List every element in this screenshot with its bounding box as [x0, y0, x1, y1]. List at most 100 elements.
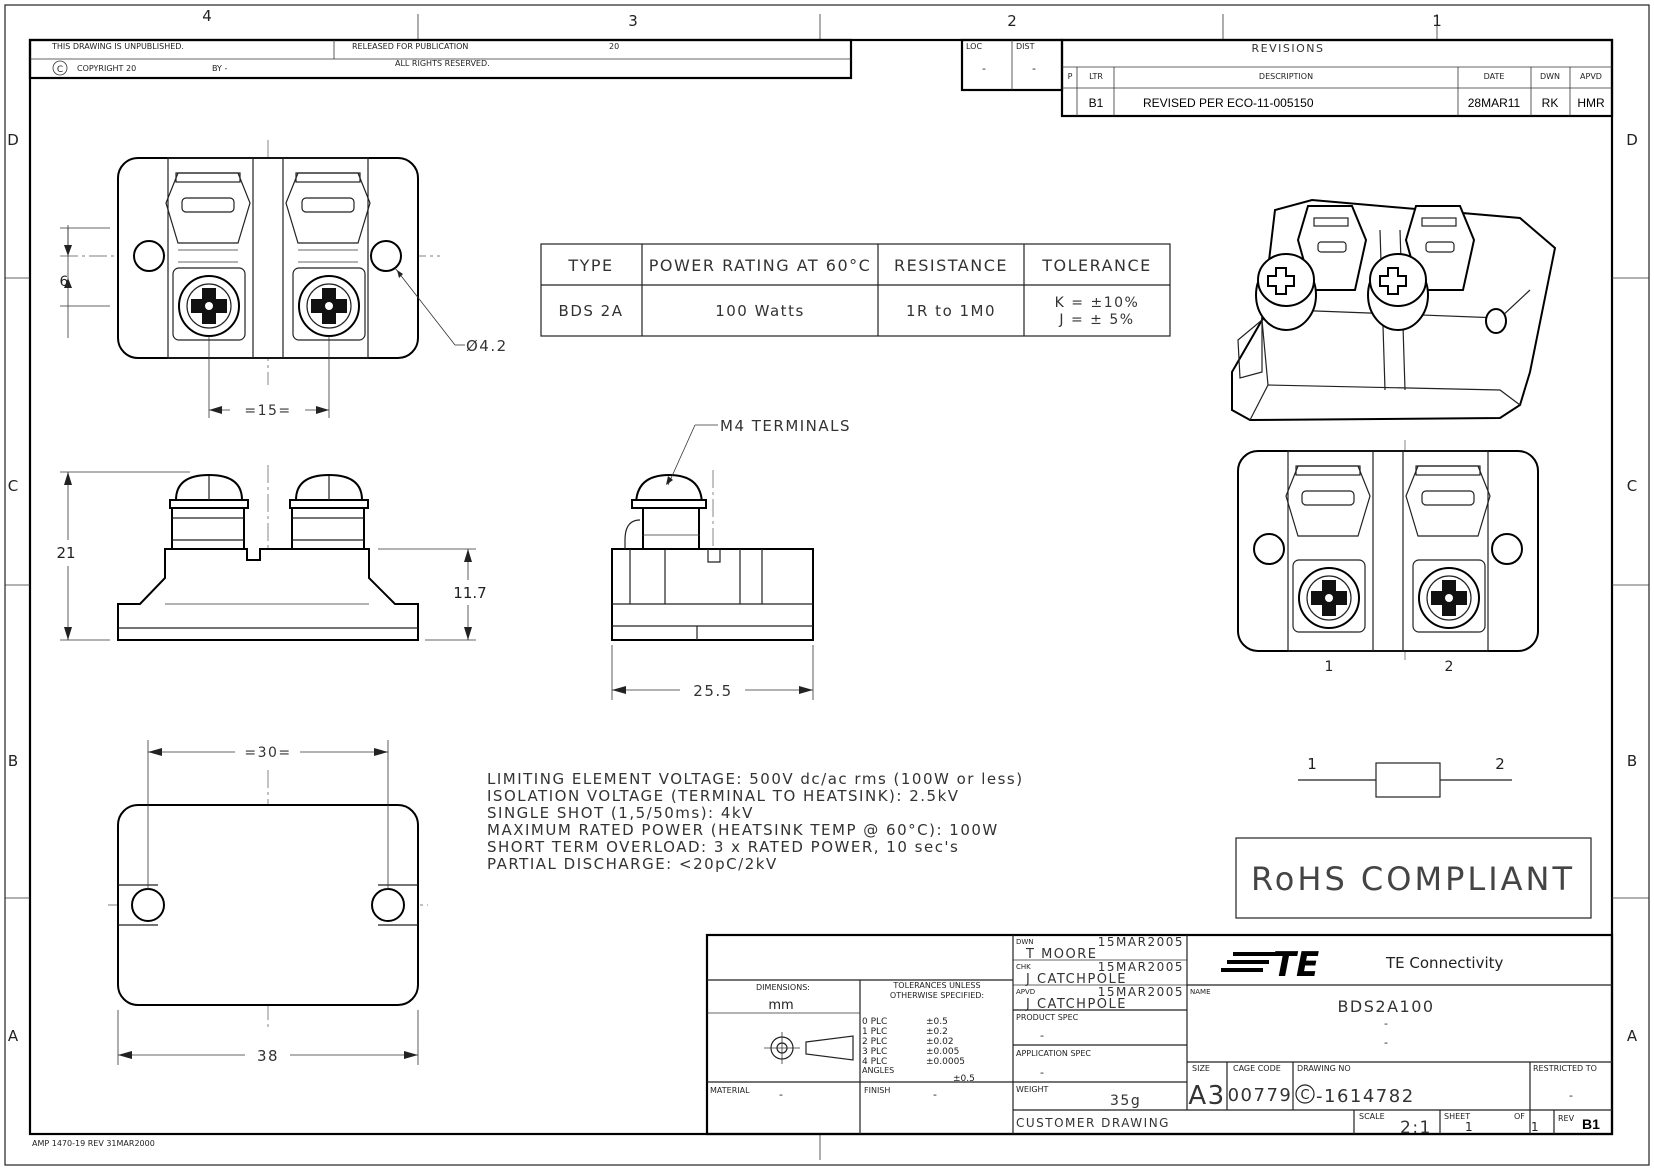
released-year: 20 — [609, 42, 619, 51]
sheet-label: SHEET — [1444, 1112, 1470, 1121]
note-3: SINGLE SHOT (1,5/50ms): 4kV — [487, 804, 754, 822]
publication-header: THIS DRAWING IS UNPUBLISHED. C COPYRIGHT… — [28, 38, 1064, 92]
dim-25-5: 25.5 — [693, 682, 732, 700]
loc-label: LOC — [966, 42, 982, 51]
dim-6: 6 — [60, 274, 69, 290]
spec-header-resistance: RESISTANCE — [894, 256, 1008, 275]
company-name: TE Connectivity — [1385, 954, 1504, 972]
tol-2-val: ±0.02 — [926, 1037, 954, 1047]
notes-block: LIMITING ELEMENT VOLTAGE: 500V dc/ac rms… — [487, 770, 1022, 873]
form-number: AMP 1470-19 REV 31MAR2000 — [32, 1139, 155, 1148]
application-spec-value: - — [1040, 1066, 1044, 1079]
front-view: 21 11.7 — [56, 465, 487, 641]
cage-code-label: CAGE CODE — [1233, 1064, 1281, 1073]
rights-text: ALL RIGHTS RESERVED. — [395, 59, 490, 68]
spec-table: TYPE POWER RATING AT 60°C RESISTANCE TOL… — [540, 243, 1171, 337]
product-spec-label: PRODUCT SPEC — [1016, 1013, 1079, 1022]
rev-header-description: DESCRIPTION — [1259, 72, 1313, 81]
by-text: BY - — [212, 64, 227, 73]
spec-resistance-value: 1R to 1M0 — [906, 302, 996, 320]
tol-1-val: ±0.2 — [926, 1027, 948, 1037]
dim-30: =30= — [244, 745, 291, 761]
copyright-text: COPYRIGHT 20 — [77, 64, 136, 73]
tol-0-plc: 0 PLC — [862, 1017, 887, 1027]
note-2: ISOLATION VOLTAGE (TERMINAL TO HEATSINK)… — [487, 787, 960, 805]
dim-15: =15= — [244, 403, 291, 419]
spec-tol-k: K = ±10% — [1055, 295, 1140, 311]
units-value: mm — [768, 998, 793, 1013]
terminal-1-label: 1 — [1325, 659, 1334, 675]
angles-label: ANGLES — [862, 1066, 894, 1075]
material-label: MATERIAL — [710, 1086, 750, 1095]
product-spec-value: - — [1040, 1029, 1044, 1042]
dist-label: DIST — [1016, 42, 1035, 51]
note-6: PARTIAL DISCHARGE: <20pC/2kV — [487, 855, 778, 873]
dim-38: 38 — [257, 1047, 279, 1065]
dist-value: - — [1032, 62, 1036, 75]
dwn-date: 15MAR2005 — [1098, 935, 1184, 949]
angles-value: ±0.5 — [953, 1074, 975, 1084]
rev-ltr: B1 — [1089, 96, 1104, 110]
zone-left-c: C — [8, 477, 18, 495]
apvd-label: APVD — [1016, 988, 1035, 996]
dwn-name: T MOORE — [1025, 947, 1098, 962]
rev-dwn: RK — [1542, 96, 1559, 110]
rev-header-ltr: LTR — [1089, 72, 1103, 81]
zone-right-d: D — [1626, 131, 1638, 149]
spec-tol-j: J = ± 5% — [1058, 312, 1134, 328]
size-value: A3 — [1188, 1081, 1225, 1111]
zone-top-3: 3 — [628, 12, 638, 30]
dim-dia-4-2: Ø4.2 — [466, 337, 508, 355]
part-name-sub2: - — [1384, 1036, 1388, 1049]
rev-apvd: HMR — [1577, 96, 1605, 110]
tol-3-val: ±0.005 — [926, 1047, 959, 1057]
name-label: NAME — [1190, 988, 1211, 996]
zone-top-4: 4 — [202, 7, 212, 25]
released-text: RELEASED FOR PUBLICATION — [352, 42, 468, 51]
title-block: DIMENSIONS: mm TOLERANCES UNLESS OTHERWI… — [705, 933, 1614, 1138]
part-name: BDS2A100 — [1337, 997, 1434, 1016]
of-label: OF — [1514, 1112, 1525, 1121]
part-name-sub1: - — [1384, 1017, 1388, 1030]
sheet-value: 1 — [1465, 1120, 1473, 1134]
spec-header-tolerance: TOLERANCE — [1041, 256, 1152, 275]
schematic-pin-2: 2 — [1495, 755, 1505, 773]
chk-label: CHK — [1016, 963, 1031, 971]
scale-value: 2:1 — [1400, 1118, 1432, 1138]
dwn-label: DWN — [1016, 938, 1034, 946]
tol-4-plc: 4 PLC — [862, 1057, 887, 1067]
rohs-text: RoHS COMPLIANT — [1251, 860, 1575, 898]
restricted-value: - — [1569, 1089, 1573, 1102]
material-value: - — [779, 1088, 783, 1101]
zone-left-a: A — [8, 1027, 19, 1045]
note-4: MAXIMUM RATED POWER (HEATSINK TEMP @ 60°… — [487, 821, 999, 839]
schematic-pin-1: 1 — [1307, 755, 1317, 773]
note-5: SHORT TERM OVERLOAD: 3 x RATED POWER, 10… — [487, 838, 959, 856]
tol-1-plc: 1 PLC — [862, 1027, 887, 1037]
copyright-symbol: C — [57, 65, 63, 75]
customer-drawing-label: CUSTOMER DRAWING — [1016, 1116, 1170, 1130]
te-logo-text: TE — [1273, 945, 1319, 985]
zone-top-2: 2 — [1007, 12, 1017, 30]
chk-date: 15MAR2005 — [1098, 960, 1184, 974]
spec-type-value: BDS 2A — [559, 302, 624, 320]
tol-0-val: ±0.5 — [926, 1017, 948, 1027]
zone-top-1: 1 — [1432, 12, 1442, 30]
unpublished-text: THIS DRAWING IS UNPUBLISHED. — [51, 42, 184, 51]
zone-right-a: A — [1627, 1027, 1638, 1045]
isometric-view — [1231, 198, 1557, 422]
rev-value: B1 — [1582, 1116, 1600, 1132]
cage-code-value: 00779 — [1228, 1085, 1293, 1106]
spec-header-power: POWER RATING AT 60°C — [649, 256, 872, 275]
finish-value: - — [933, 1088, 937, 1101]
apvd-date: 15MAR2005 — [1098, 985, 1184, 999]
dim-21: 21 — [56, 544, 75, 562]
tol-3-plc: 3 PLC — [862, 1047, 887, 1057]
zone-left-b: B — [8, 752, 18, 770]
zone-right-b: B — [1627, 752, 1637, 770]
rohs-stamp: RoHS COMPLIANT — [1235, 837, 1592, 919]
finish-label: FINISH — [864, 1086, 890, 1095]
te-logo: TE — [1221, 945, 1319, 985]
rev-header-date: DATE — [1484, 72, 1505, 81]
projection-symbol — [764, 1032, 854, 1064]
